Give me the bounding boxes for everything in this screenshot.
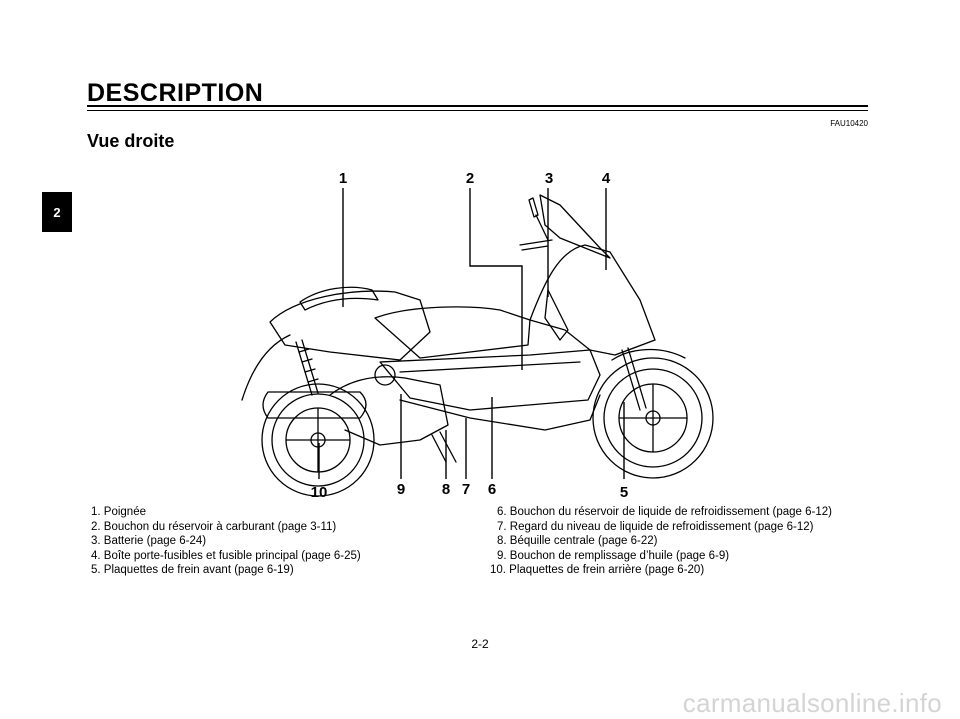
callout-5: 5 bbox=[620, 484, 628, 501]
subsection-title: Vue droite bbox=[87, 131, 175, 151]
section-title: DESCRIPTION bbox=[87, 79, 264, 107]
center-stand bbox=[431, 431, 457, 463]
callout-4: 4 bbox=[602, 170, 611, 187]
legend-item: 9. Bouchon de remplissage d’huile (page … bbox=[497, 549, 730, 562]
front-wheel bbox=[592, 357, 714, 479]
rear-cowl bbox=[269, 290, 431, 361]
legend-right: 6. Bouchon du réservoir de liquide de re… bbox=[490, 505, 832, 578]
legend-item: 6. Bouchon du réservoir de liquide de re… bbox=[497, 506, 832, 518]
legend-item: 1. Poignée bbox=[91, 506, 146, 518]
watermark-link[interactable]: carmanualsonline.info bbox=[682, 688, 942, 718]
callout-9: 9 bbox=[397, 481, 405, 498]
legend-item: 5. Plaquettes de frein avant (page 6-19) bbox=[91, 564, 294, 577]
reference-code: FAU10420 bbox=[830, 119, 868, 128]
legend-item: 7. Regard du niveau de liquide de refroi… bbox=[497, 520, 814, 533]
seat bbox=[374, 306, 531, 359]
callout-6: 6 bbox=[488, 481, 496, 498]
rear-wheel bbox=[261, 383, 375, 497]
legend-item: 10. Plaquettes de frein arrière (page 6-… bbox=[490, 564, 705, 577]
legend-item: 8. Béquille centrale (page 6-22) bbox=[497, 535, 658, 548]
leader-lines bbox=[318, 188, 625, 479]
callout-3: 3 bbox=[545, 170, 553, 187]
callout-1: 1 bbox=[339, 170, 347, 187]
callout-8: 8 bbox=[442, 481, 450, 498]
page-number: 2-2 bbox=[471, 637, 489, 651]
mirror bbox=[528, 197, 549, 241]
muffler bbox=[262, 391, 367, 419]
header-rule-thin bbox=[87, 110, 868, 111]
handlebar bbox=[519, 239, 553, 251]
callout-7: 7 bbox=[462, 481, 470, 498]
callout-10: 10 bbox=[311, 484, 328, 501]
legend-item: 2. Bouchon du réservoir à carburant (pag… bbox=[91, 520, 337, 533]
front-body bbox=[529, 244, 656, 356]
legend-item: 3. Batterie (page 6-24) bbox=[91, 535, 207, 548]
rear-fender bbox=[241, 334, 291, 401]
front-fork bbox=[621, 347, 647, 411]
engine-unit bbox=[329, 376, 449, 446]
rear-shock bbox=[295, 339, 319, 396]
front-fender bbox=[611, 348, 686, 361]
footboard bbox=[379, 349, 601, 411]
grab-handle bbox=[299, 286, 379, 311]
legend-left: 1. Poignée 2. Bouchon du réservoir à car… bbox=[91, 505, 361, 578]
header-rule-thick bbox=[87, 105, 868, 107]
legend-item: 4. Boîte porte-fusibles et fusible princ… bbox=[91, 549, 361, 562]
chapter-tab: 2 bbox=[42, 192, 72, 232]
callout-2: 2 bbox=[466, 170, 474, 187]
underbody bbox=[399, 394, 601, 431]
